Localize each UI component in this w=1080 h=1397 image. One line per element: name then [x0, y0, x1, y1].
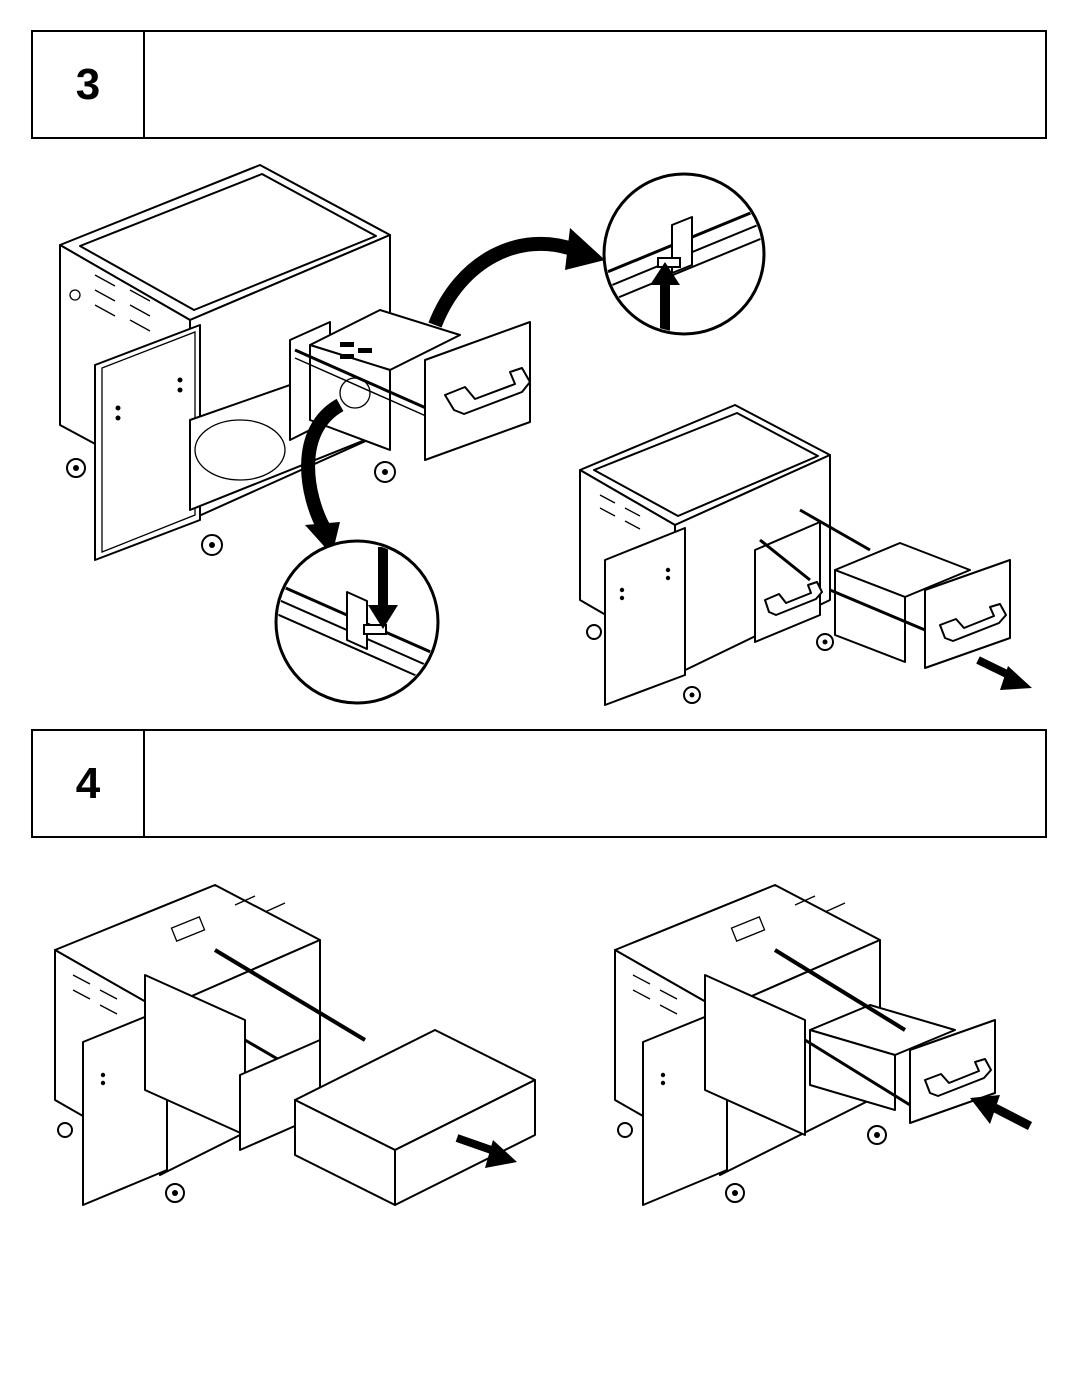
step-3-cabinet-drawer-remove: [570, 400, 1040, 715]
step-3-cabinet-drawer-open: [40, 150, 620, 570]
step-3-detail-rail-lift: [600, 170, 770, 340]
step-3-text: [145, 32, 1045, 137]
step-4-text: [145, 731, 1045, 836]
step-4-header: 4: [31, 729, 1047, 838]
step-4-cabinet-box-remove: [45, 880, 545, 1210]
step-4-number: 4: [33, 731, 145, 836]
step-3-detail-rail-press: [272, 537, 442, 707]
step-3-header: 3: [31, 30, 1047, 139]
step-3-number: 3: [33, 32, 145, 137]
step-4-cabinet-drawer-insert: [605, 880, 1040, 1210]
